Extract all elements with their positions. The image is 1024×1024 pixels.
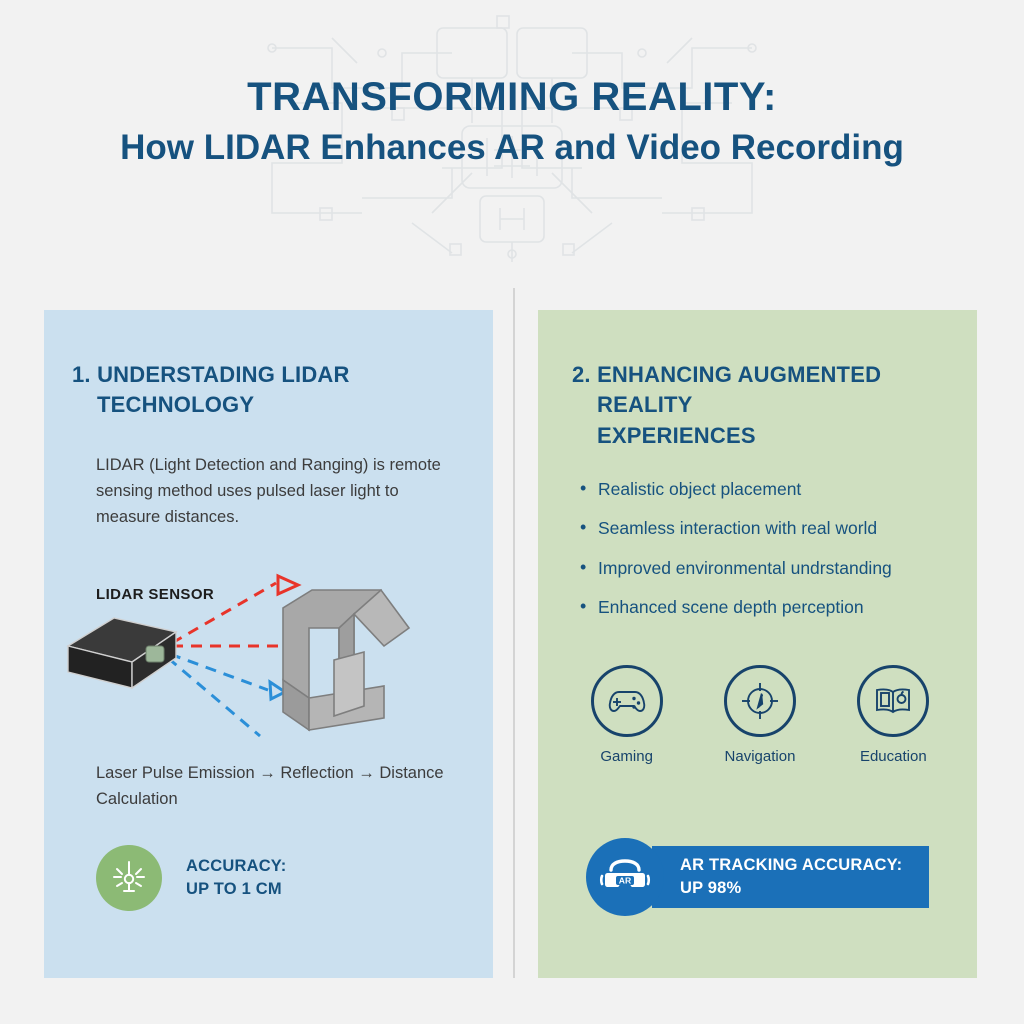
section-1-number: 1. [72, 362, 91, 387]
section-enhancing-ar: 2. ENHANCING AUGMENTED REALITY EXPERIENC… [538, 310, 977, 978]
section-2-heading-line2: REALITY [597, 392, 693, 418]
ray-arrow-blue-1 [268, 679, 288, 702]
ray-arrow-red-1 [276, 573, 302, 597]
section-understanding-lidar: 1. UNDERSTADING LIDAR TECHNOLOGY LIDAR (… [44, 310, 493, 978]
return-rays [167, 652, 269, 738]
circuit-board-pattern-icon [267, 15, 757, 262]
ar-goggles-icon: AR [599, 859, 651, 887]
ar-tracking-stat-line2: UP 98% [680, 879, 742, 897]
open-book-icon [876, 688, 911, 714]
ar-tracking-stat-line1: AR TRACKING ACCURACY: [680, 855, 903, 874]
lidar-sensor-label: LIDAR SENSOR [96, 586, 215, 603]
section-1-heading: 1. UNDERSTADING LIDAR TECHNOLOGY [72, 360, 472, 421]
section-1-body-text: LIDAR (Light Detection and Ranging) is r… [96, 456, 441, 527]
list-item: Realistic object placement [580, 479, 960, 499]
section-2-number: 2. [572, 362, 591, 387]
header: TRANSFORMING REALITY: How LIDAR Enhances… [0, 0, 1024, 270]
accuracy-stat-text: ACCURACY: UP TO 1 CM [186, 855, 287, 902]
ar-tracking-stat-badge: AR AR TRACKING ACCURACY: UP 98% [586, 838, 929, 916]
title-main: TRANSFORMING REALITY: [247, 75, 777, 119]
section-1-heading-line2: TECHNOLOGY [97, 392, 255, 418]
usecase-education-label: Education [859, 748, 927, 765]
ar-tracking-stat-text: AR TRACKING ACCURACY: UP 98% [680, 854, 902, 901]
ar-goggles-icon-circle: AR [586, 838, 664, 916]
usecase-navigation-label: Navigation [724, 748, 796, 765]
isometric-house-icon [282, 588, 411, 732]
ar-usecases: Gaming Navigation [560, 665, 960, 765]
section-2-heading-line3: EXPERIENCES [597, 422, 756, 448]
accuracy-stat-badge: ACCURACY: UP TO 1 CM [96, 845, 287, 911]
compass-icon-circle [723, 665, 796, 737]
lidar-process-flow: Laser Pulse Emission → Reflection → Dist… [96, 764, 444, 809]
list-item: Improved environmental undrstanding [580, 557, 960, 578]
usecase-navigation: Navigation [701, 665, 819, 765]
section-2-heading-line1: ENHANCING AUGMENTED [597, 362, 882, 387]
page-title: TRANSFORMING REALITY: How LIDAR Enhances… [0, 75, 1024, 168]
section-1-heading-line1: UNDERSTADING LIDAR [97, 362, 350, 387]
accuracy-stat-line2: UP TO 1 CM [186, 880, 282, 898]
title-subtitle: How LIDAR Enhances AR and Video Recordin… [120, 128, 904, 168]
open-book-icon-circle [857, 665, 930, 737]
usecase-education: Education [834, 665, 952, 765]
section-2-heading: 2. ENHANCING AUGMENTED REALITY EXPERIENC… [572, 360, 962, 451]
gamepad-icon-circle [590, 665, 663, 737]
list-item: Enhanced scene depth perception [580, 597, 960, 617]
accuracy-stat-line1: ACCURACY: [186, 856, 287, 875]
lidar-sensor-box-icon [66, 617, 178, 690]
gamepad-icon [608, 691, 645, 712]
compass-icon [741, 683, 778, 719]
panel-divider [513, 288, 515, 978]
outgoing-rays [171, 581, 282, 648]
list-item: Seamless interaction with real world [580, 518, 960, 538]
laser-burst-icon [113, 861, 145, 892]
ar-goggles-badge-text: AR [619, 876, 632, 886]
lidar-diagram [66, 573, 411, 738]
usecase-gaming-label: Gaming [600, 748, 653, 765]
laser-burst-icon-circle [96, 845, 162, 911]
ar-benefits-list: Realistic object placement Seamless inte… [580, 479, 960, 637]
ar-tracking-stat-bar: AR TRACKING ACCURACY: UP 98% [652, 846, 929, 908]
usecase-gaming: Gaming [568, 665, 686, 765]
